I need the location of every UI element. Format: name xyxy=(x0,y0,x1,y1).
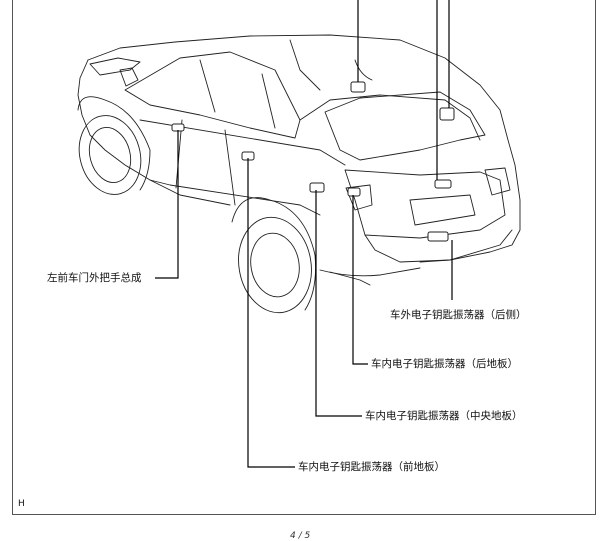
oscillator-rear-outer xyxy=(427,231,449,242)
top-part-1 xyxy=(350,81,366,93)
tailgate xyxy=(344,169,506,239)
front-wheel xyxy=(78,115,142,195)
callout-inner-rear-floor: 车内电子钥匙振荡器（后地板） xyxy=(371,358,518,370)
rear-window xyxy=(324,91,486,161)
corner-code: H xyxy=(18,499,25,509)
car-hood xyxy=(77,59,231,206)
side-windows xyxy=(124,51,301,139)
leader-front-left-handle xyxy=(155,130,179,279)
leader-inner-rear-floor xyxy=(352,195,368,365)
car-roof-outline xyxy=(87,34,521,263)
callout-front-left-handle: 左前车门外把手总成 xyxy=(47,272,142,284)
callout-outer-rear: 车外电子钥匙振荡器（后侧） xyxy=(390,309,527,321)
callout-inner-front-floor: 车内电子钥匙振荡器（前地板） xyxy=(298,461,445,473)
leader-inner-front-floor xyxy=(247,158,295,468)
top-part-2 xyxy=(439,107,455,121)
door-handle-part xyxy=(171,123,185,132)
diagram-frame xyxy=(12,0,596,515)
top-part-3 xyxy=(434,179,452,189)
leader-inner-center-floor xyxy=(315,190,362,417)
oscillator-center-floor xyxy=(309,182,325,193)
page-number: 4 / 5 xyxy=(290,531,311,541)
oscillator-rear-floor xyxy=(347,187,361,197)
callout-inner-center-floor: 车内电子钥匙振荡器（中央地板） xyxy=(365,410,523,422)
rear-wheel xyxy=(238,216,312,314)
